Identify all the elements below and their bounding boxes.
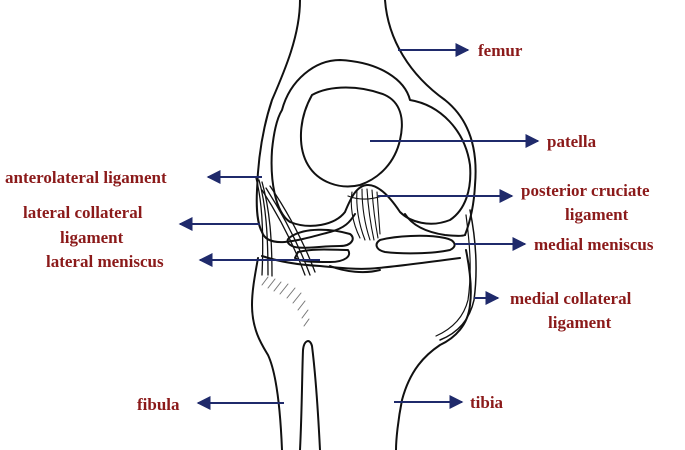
lateral-meniscus-shape [286,228,354,249]
label-patella: patella [547,132,597,151]
tibia-outline [251,249,472,450]
label-anterolateral: anterolateral ligament [5,168,167,187]
femur-outline [255,0,477,236]
lateral-ligaments [255,177,316,277]
label-lateral-meniscus: lateral meniscus [46,252,164,271]
knee-illustration [251,0,477,450]
posterior-cruciate-fibres [347,188,383,241]
label-lateral-collateral-line1: lateral collateral [23,203,143,222]
label-posterior-cruciate-line2: ligament [565,205,629,224]
femoral-condyles [261,213,466,244]
pointer-arrows [178,43,540,410]
label-fibula: fibula [137,395,180,414]
label-medial-collateral-line1: medial collateral [510,289,632,308]
label-medial-meniscus: medial meniscus [534,235,654,254]
label-lateral-collateral-line2: ligament [60,228,124,247]
tibia-hatching [261,276,310,327]
label-tibia: tibia [470,393,504,412]
patella-shape [299,86,403,188]
trochlea-outline [270,59,472,227]
tibial-plateau [261,255,461,270]
label-femur: femur [478,41,523,60]
fibula-outline [299,340,321,450]
label-posterior-cruciate-line1: posterior cruciate [521,181,650,200]
labels: femur patella posterior cruciate ligamen… [5,41,654,414]
medial-meniscus-shape [375,234,456,255]
label-medial-collateral-line2: ligament [548,313,612,332]
medial-collateral-shape [439,209,477,341]
